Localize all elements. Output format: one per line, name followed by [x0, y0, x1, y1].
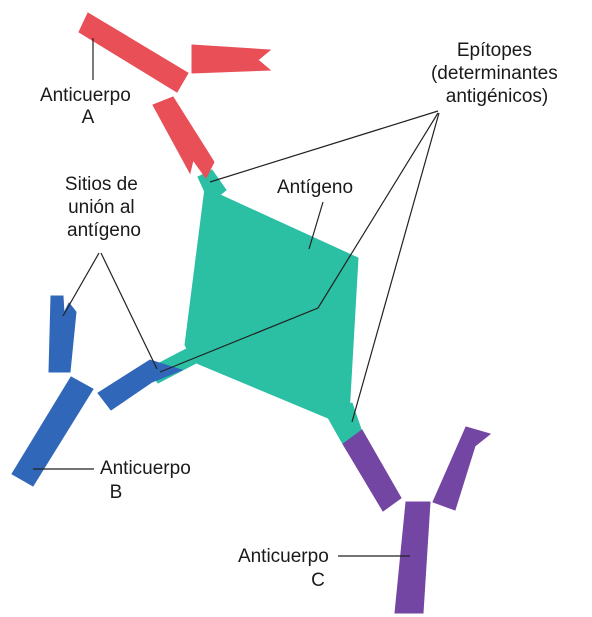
label-antibody-a-line1: Anticuerpo [40, 85, 131, 106]
label-antibody-a-line2: A [82, 107, 95, 128]
antibody-c [343, 427, 490, 613]
label-antibody-b-line1: Anticuerpo [100, 458, 191, 479]
leader-epitope-bottom [352, 113, 439, 422]
label-antibody-c-line1: Anticuerpo [238, 546, 329, 567]
label-antibody-c-line2: C [311, 570, 325, 591]
label-epitopes-line2: (determinantes [431, 63, 558, 84]
label-antibody-b: Anticuerpo B [100, 458, 196, 503]
label-epitopes: Epítopes (determinantes antigénicos) [431, 40, 563, 107]
label-binding-sites-line2: unión al [68, 197, 135, 218]
antibody-a-arm-right [192, 45, 270, 73]
leader-binding-site-b-tip [101, 253, 157, 369]
label-antibody-a: Anticuerpo A [40, 85, 136, 128]
antibody-a-stem [153, 97, 214, 178]
antigen-body [185, 188, 358, 418]
label-binding-sites: Sitios de unión al antígeno [65, 174, 143, 241]
label-antigen-line1: Antígeno [277, 177, 353, 198]
antibody-a-arm-upper [79, 13, 188, 92]
antigen [148, 170, 362, 444]
label-antigen: Antígeno [277, 177, 353, 198]
antibody-b-arm-right [98, 360, 182, 410]
label-antibody-b-line2: B [110, 482, 123, 503]
antibody-b-stem [12, 377, 93, 486]
label-antibody-c: Anticuerpo C [238, 546, 334, 591]
antibody-c-arm-left [343, 430, 401, 511]
antibody-c-stem [395, 502, 430, 613]
antibody-b-arm-upper [49, 296, 76, 372]
leader-binding-site-b-arm [63, 253, 99, 316]
label-epitopes-line1: Epítopes [457, 40, 532, 61]
antibody-c-arm-right [433, 427, 490, 510]
leader-epitope-top [210, 111, 438, 182]
label-epitopes-line3: antigénicos) [446, 86, 548, 107]
label-binding-sites-line1: Sitios de [65, 174, 138, 195]
label-binding-sites-line3: antígeno [67, 220, 141, 241]
